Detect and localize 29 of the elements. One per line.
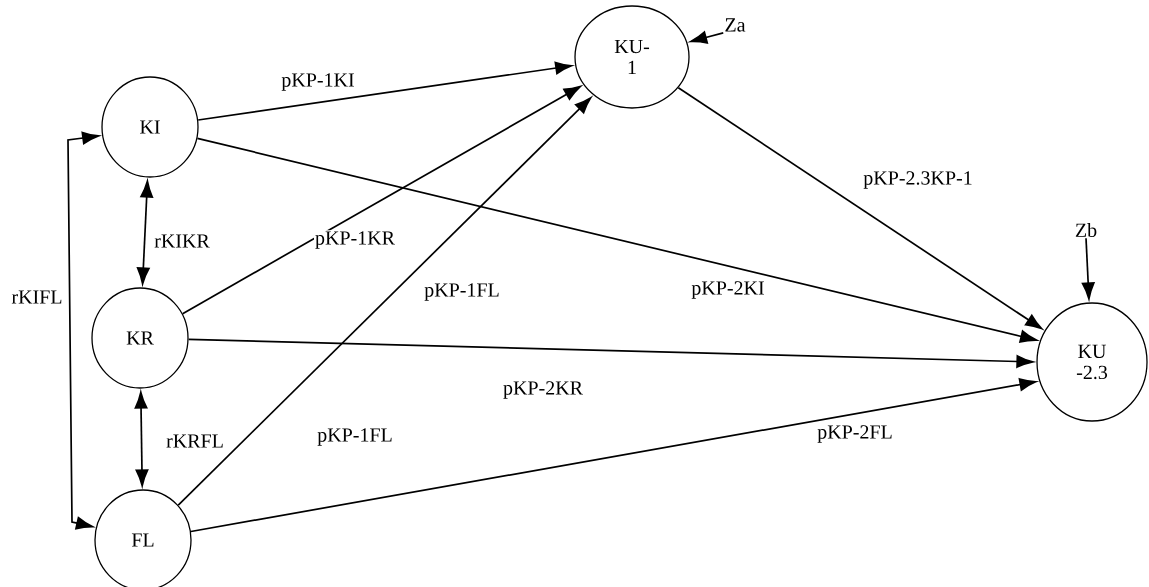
variable-label: Za	[725, 18, 746, 32]
arrow	[1081, 237, 1095, 300]
variable-label: Zb	[1075, 222, 1097, 238]
arrow	[690, 31, 725, 44]
edge-label: pKP-2KI	[690, 280, 766, 300]
edge-label: rKIKR	[153, 233, 211, 249]
arrow	[181, 85, 581, 315]
arrow	[134, 391, 149, 487]
arrow	[136, 180, 154, 285]
edge-label: pKP-2FL	[816, 424, 894, 444]
edge-label: rKRFL	[165, 433, 225, 449]
circle-node: KU- 1	[574, 5, 690, 109]
edge-label: pKP-1KI	[280, 72, 356, 92]
circle-node: KU -2.3	[1036, 302, 1148, 422]
arrow	[190, 378, 1037, 533]
edge-label: pKP-2.3KP-1	[862, 170, 974, 190]
circle-node: KR	[91, 287, 189, 389]
edge-label: pKP-1FL	[423, 282, 501, 302]
edge-label: rKIFL	[10, 289, 64, 305]
edge-label: pKP-1KR	[314, 230, 396, 250]
edge-label: pKP-2KR	[502, 380, 584, 400]
arrow	[177, 97, 592, 506]
arrow	[196, 137, 1038, 343]
circle-node: KI	[101, 76, 199, 178]
arrow	[67, 131, 100, 530]
arrow	[677, 86, 1043, 330]
path-label: pKP-1FL	[316, 427, 394, 447]
arrow	[197, 61, 573, 121]
arrow	[187, 338, 1034, 368]
